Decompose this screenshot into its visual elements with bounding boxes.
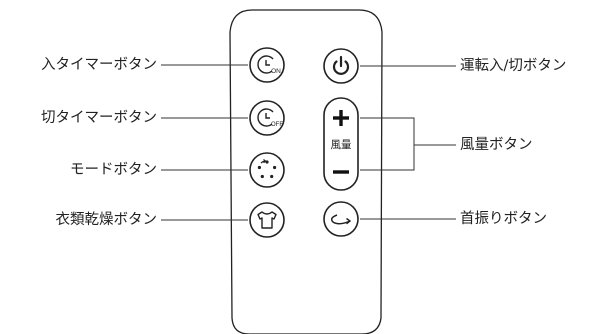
remote-body	[229, 9, 383, 334]
power-button[interactable]	[323, 48, 359, 84]
swing-button[interactable]	[323, 201, 359, 237]
clothes-dry-button[interactable]	[249, 202, 285, 238]
on-timer-label: 入タイマーボタン	[41, 57, 157, 73]
power-icon	[332, 55, 350, 75]
fan-speed-label: 風量	[331, 139, 352, 151]
mode-button[interactable]	[249, 152, 285, 188]
clock-on-icon	[257, 55, 274, 74]
shirt-icon	[257, 211, 277, 229]
swing-label: 首振りボタン	[460, 211, 547, 227]
fan-speed-label-callout: 風量ボタン	[460, 137, 533, 153]
off-timer-text: OFF	[271, 122, 283, 128]
swing-arrow-icon	[330, 214, 352, 225]
off-timer-button[interactable]: OFF	[249, 100, 285, 136]
power-label: 運転入/切ボタン	[460, 58, 567, 74]
clock-off-icon	[257, 108, 274, 127]
off-timer-label: 切タイマーボタン	[41, 110, 157, 126]
dotted-circle-arrow-icon	[257, 159, 277, 179]
on-timer-text: ON	[271, 68, 281, 75]
leader-line-fan-speed	[360, 117, 415, 171]
fan-speed-rocker	[323, 97, 359, 191]
fan-speed-up-button[interactable]	[333, 110, 349, 126]
mode-label: モードボタン	[70, 162, 157, 178]
dry-label: 衣類乾燥ボタン	[55, 212, 158, 228]
on-timer-button[interactable]: ON	[249, 47, 285, 83]
